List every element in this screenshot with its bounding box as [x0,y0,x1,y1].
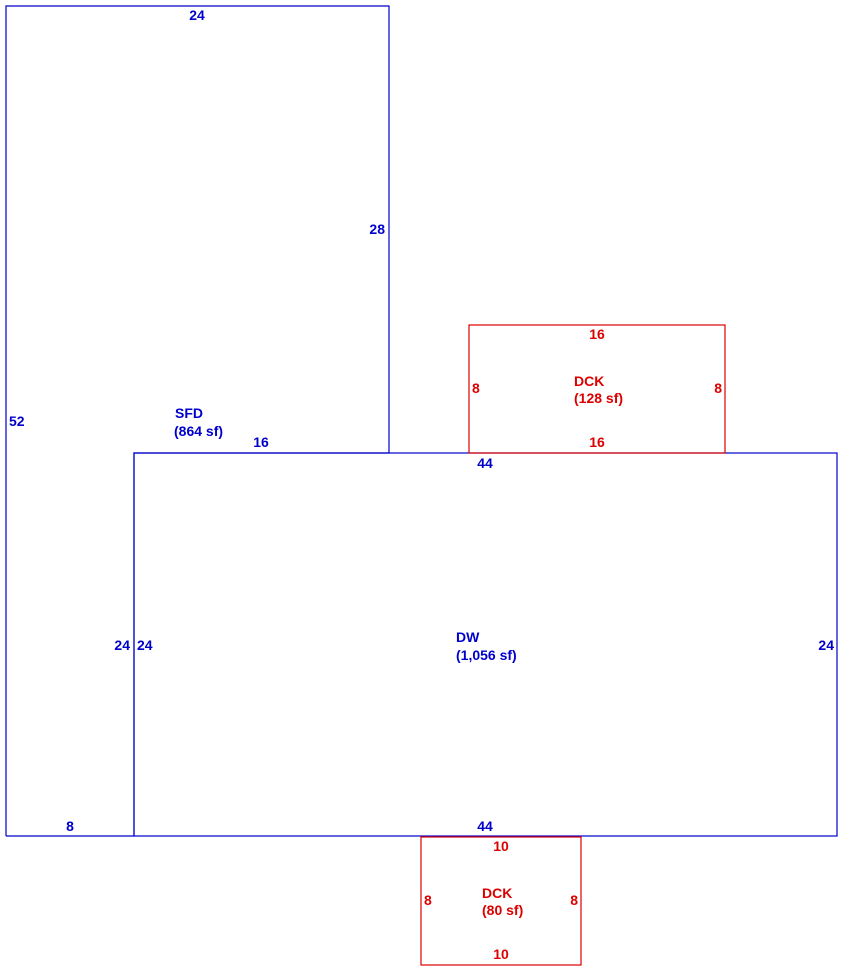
sfd-dim-step: 16 [253,434,269,450]
sfd-outline [5,5,390,837]
dw-area-label: (1,056 sf) [456,647,517,663]
dw-dim-left: 24 [137,637,153,653]
deck-bottom-dim-bottom: 10 [493,946,509,962]
dw-dim-top: 44 [477,455,493,471]
deck-top-dim-bottom: 16 [589,434,605,450]
dw-code-label: DW [456,629,480,645]
deck-top-dim-right: 8 [714,380,722,396]
deck-bottom-dim-top: 10 [493,838,509,854]
deck-top-dim-left: 8 [472,380,480,396]
sfd-dim-top: 24 [189,7,205,23]
sfd-area-label: (864 sf) [174,423,223,439]
deck-bottom-dim-left: 8 [424,892,432,908]
sfd-dim-left: 52 [9,413,25,429]
sfd-dim-right-upper: 28 [369,221,385,237]
deck-bottom-code-label: DCK [482,885,512,901]
deck-bottom-dim-right: 8 [570,892,578,908]
sfd-dim-bottom: 8 [66,818,74,834]
sfd-code-label: SFD [175,405,203,421]
dw-outline [133,452,838,837]
deck-bottom-outline [420,836,582,966]
dw-dim-right: 24 [818,637,834,653]
sfd-dim-inner-right: 24 [114,637,130,653]
deck-top-outline [468,324,726,454]
deck-top-code-label: DCK [574,373,604,389]
deck-top-dim-top: 16 [589,326,605,342]
dw-dim-bottom: 44 [477,818,493,834]
deck-bottom-area-label: (80 sf) [482,902,523,918]
deck-top-area-label: (128 sf) [574,390,623,406]
